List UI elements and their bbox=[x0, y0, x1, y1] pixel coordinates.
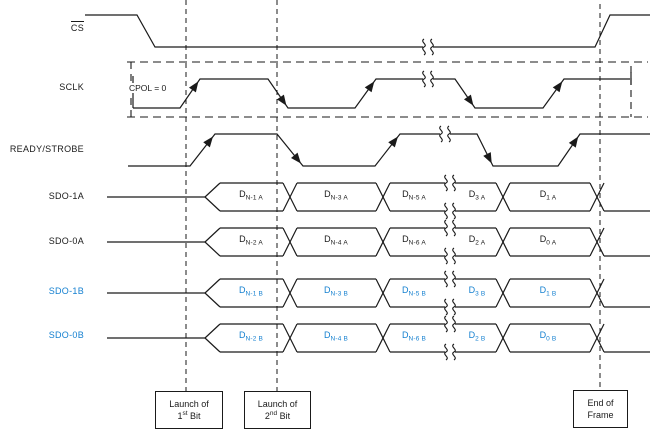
bus-cell-label: DN-5 A bbox=[402, 189, 426, 202]
signal-label-sdo-1a: SDO-1A bbox=[48, 191, 84, 201]
bus-cell-label: DN-3 B bbox=[323, 285, 349, 298]
bus-cell-label: D1 A bbox=[539, 189, 557, 202]
signal-label-sdo-1b: SDO-1B bbox=[48, 286, 84, 296]
bus-cell-label: DN-1 B bbox=[238, 285, 264, 298]
cpol-note: CPOL = 0 bbox=[128, 83, 168, 93]
bus-cell-label: DN-6 A bbox=[402, 234, 426, 247]
bus-cell-label: DN-4 A bbox=[324, 234, 348, 247]
annotation-line1: Launch of bbox=[257, 399, 298, 409]
annotation-line2: Frame bbox=[587, 410, 614, 420]
bus-cell-label: DN-3 A bbox=[324, 189, 348, 202]
annotation-line1: Launch of bbox=[169, 399, 209, 409]
signal-label-cs: CS bbox=[0, 21, 84, 34]
bus-cell-label: D3 B bbox=[468, 285, 486, 298]
annotation-line2: 1st Bit bbox=[177, 410, 201, 421]
signal-label-sclk: SCLK bbox=[59, 82, 84, 92]
bus-cell-label: DN-4 B bbox=[323, 330, 349, 343]
overline-text: CS bbox=[70, 21, 84, 33]
bus-cell-label: DN-1 A bbox=[239, 189, 263, 202]
annotation-line2: 2nd Bit bbox=[264, 410, 291, 421]
bus-cell-label: D3 A bbox=[468, 189, 486, 202]
signal-label-sdo-0a: SDO-0A bbox=[48, 236, 84, 246]
bus-cell-label: DN-6 B bbox=[401, 330, 427, 343]
bus-cell-label: D0 A bbox=[539, 234, 557, 247]
bus-cell-label: DN-2 B bbox=[238, 330, 264, 343]
annotation-box-end-of-frame: End of Frame bbox=[573, 390, 628, 428]
signal-label-sdo-0b: SDO-0B bbox=[48, 330, 84, 340]
bus-cell-label: D1 B bbox=[539, 285, 557, 298]
bus-cell-label: D2 B bbox=[468, 330, 486, 343]
bus-cell-label: DN-5 B bbox=[401, 285, 427, 298]
annotation-line1: End of bbox=[587, 398, 614, 408]
signal-label-ready-strobe: READY/STROBE bbox=[9, 144, 84, 154]
bus-cell-label: D0 B bbox=[539, 330, 557, 343]
bus-cell-label: DN-2 A bbox=[239, 234, 263, 247]
bus-cell-label: D2 A bbox=[468, 234, 486, 247]
